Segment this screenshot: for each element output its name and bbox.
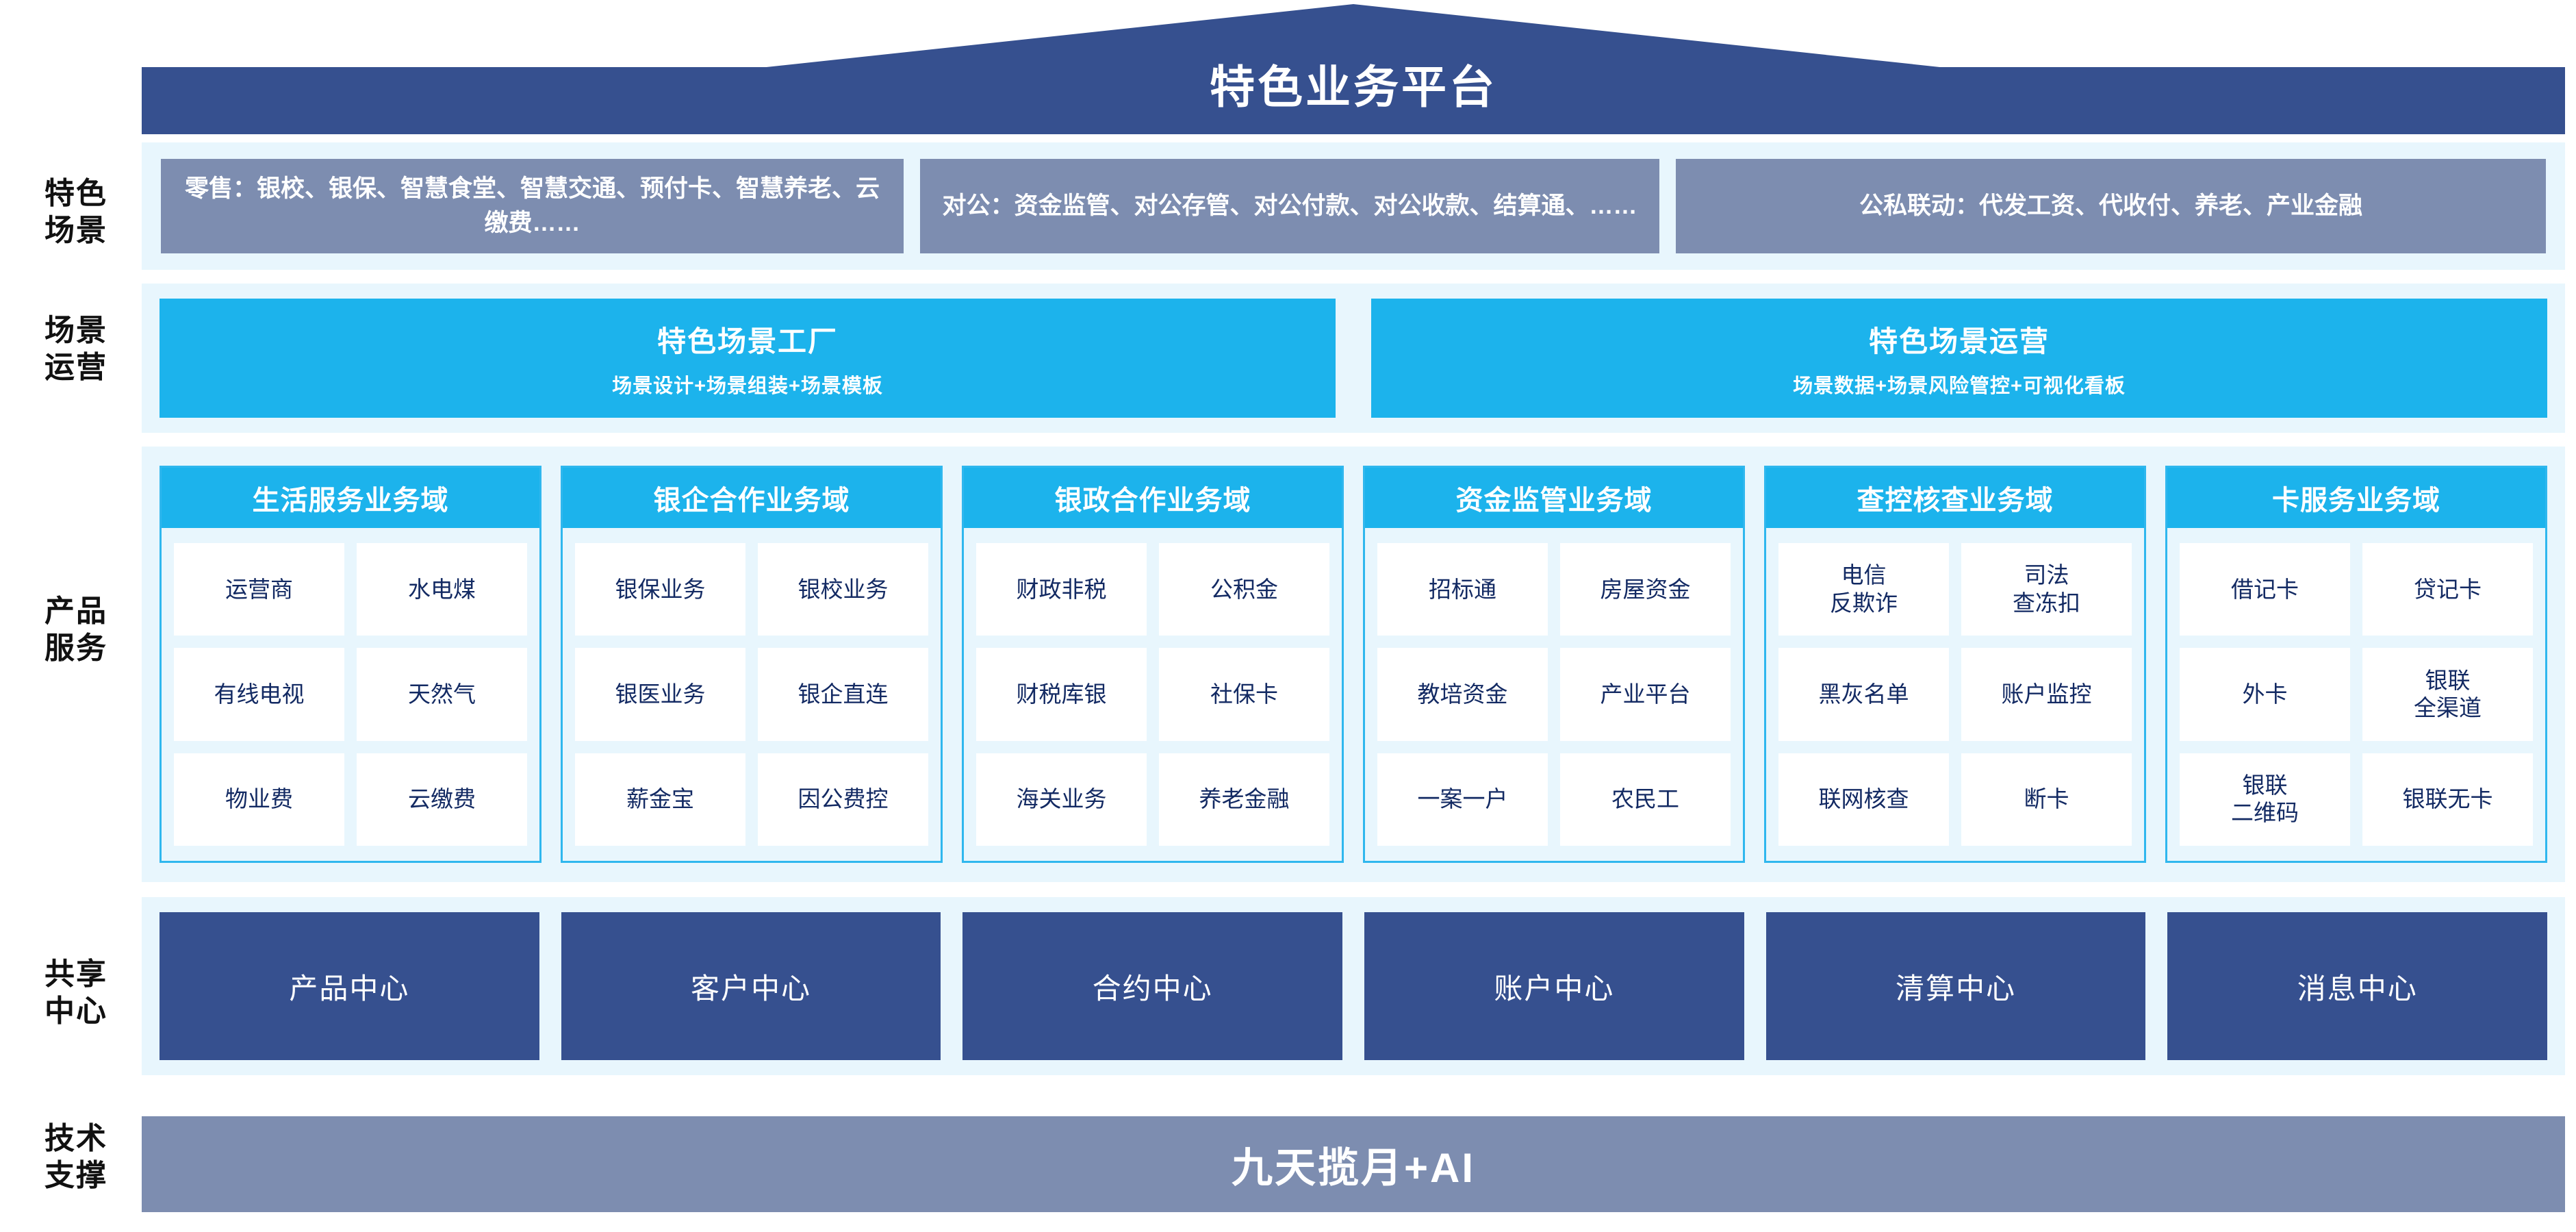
product-cell[interactable]: 海关业务 — [976, 753, 1147, 846]
product-column-fund-supervision: 资金监管业务域招标通房屋资金教培资金产业平台一案一户农民工 — [1363, 466, 1745, 863]
product-cell[interactable]: 运营商 — [174, 543, 344, 636]
roof-base — [142, 67, 2565, 134]
product-cell[interactable]: 教培资金 — [1377, 648, 1548, 741]
product-column-header-bank-government[interactable]: 银政合作业务域 — [964, 468, 1342, 528]
product-grid-card-service: 借记卡贷记卡外卡银联 全渠道银联 二维码银联无卡 — [2167, 528, 2545, 861]
product-cell[interactable]: 外卡 — [2180, 648, 2350, 741]
product-cell[interactable]: 司法 查冻扣 — [1961, 543, 2132, 636]
scene-box-corporate-text: 对公：资金监管、对公存管、对公付款、对公收款、结算通、…… — [942, 192, 1637, 220]
product-band: 生活服务业务域运营商水电煤有线电视天然气物业费云缴费银企合作业务域银保业务银校业… — [142, 447, 2565, 882]
rail-label-tech: 技术 支撑 — [44, 1122, 107, 1192]
product-cell[interactable]: 因公费控 — [758, 753, 928, 846]
ops-box-scene-factory[interactable]: 特色场景工厂 场景设计+场景组装+场景模板 — [160, 299, 1336, 418]
ops-box-scene-factory-title: 特色场景工厂 — [656, 325, 838, 357]
shared-center-clearing-center[interactable]: 清算中心 — [1765, 912, 2146, 1060]
ops-box-scene-operation[interactable]: 特色场景运营 场景数据+场景风险管控+可视化看板 — [1371, 299, 2547, 418]
product-column-header-life-service[interactable]: 生活服务业务域 — [162, 468, 539, 528]
product-grid-fund-supervision: 招标通房屋资金教培资金产业平台一案一户农民工 — [1365, 528, 1743, 861]
product-column-card-service: 卡服务业务域借记卡贷记卡外卡银联 全渠道银联 二维码银联无卡 — [2165, 466, 2547, 863]
product-column-investigation-control: 查控核查业务域电信 反欺诈司法 查冻扣黑灰名单账户监控联网核查断卡 — [1764, 466, 2146, 863]
product-cell[interactable]: 借记卡 — [2180, 543, 2350, 636]
product-cell[interactable]: 银联 二维码 — [2180, 753, 2350, 846]
ops-box-scene-factory-subtitle: 场景设计+场景组装+场景模板 — [612, 375, 883, 397]
product-column-life-service: 生活服务业务域运营商水电煤有线电视天然气物业费云缴费 — [160, 466, 541, 863]
product-cell[interactable]: 招标通 — [1377, 543, 1548, 636]
product-cell[interactable]: 养老金融 — [1159, 753, 1329, 846]
product-cell[interactable]: 电信 反欺诈 — [1778, 543, 1949, 636]
product-cell[interactable]: 银校业务 — [758, 543, 928, 636]
product-cell[interactable]: 银企直连 — [758, 648, 928, 741]
product-grid-bank-government: 财政非税公积金财税库银社保卡海关业务养老金融 — [964, 528, 1342, 861]
shared-center-band: 产品中心客户中心合约中心账户中心清算中心消息中心 — [142, 897, 2565, 1075]
product-cell[interactable]: 云缴费 — [357, 753, 527, 846]
product-cell[interactable]: 水电煤 — [357, 543, 527, 636]
rail-label-shared: 共享 中心 — [44, 957, 107, 1028]
product-cell[interactable]: 薪金宝 — [575, 753, 745, 846]
product-cell[interactable]: 财税库银 — [976, 648, 1147, 741]
product-column-header-investigation-control[interactable]: 查控核查业务域 — [1766, 468, 2144, 528]
ops-box-scene-operation-title: 特色场景运营 — [1868, 325, 2050, 357]
product-grid-bank-enterprise: 银保业务银校业务银医业务银企直连薪金宝因公费控 — [563, 528, 941, 861]
scene-box-retail[interactable]: 零售：银校、银保、智慧食堂、智慧交通、预付卡、智慧养老、云缴费…… — [161, 159, 904, 253]
product-cell[interactable]: 财政非税 — [976, 543, 1147, 636]
product-grid-life-service: 运营商水电煤有线电视天然气物业费云缴费 — [162, 528, 539, 861]
product-cell[interactable]: 房屋资金 — [1560, 543, 1731, 636]
scene-box-linkage[interactable]: 公私联动：代发工资、代收付、养老、产业金融 — [1676, 159, 2546, 253]
product-column-header-fund-supervision[interactable]: 资金监管业务域 — [1365, 468, 1743, 528]
product-cell[interactable]: 产业平台 — [1560, 648, 1731, 741]
product-cell[interactable]: 联网核查 — [1778, 753, 1949, 846]
shared-center-customer-center[interactable]: 客户中心 — [561, 912, 941, 1060]
product-cell[interactable]: 物业费 — [174, 753, 344, 846]
scene-box-retail-text: 零售：银校、银保、智慧食堂、智慧交通、预付卡、智慧养老、云缴费…… — [184, 175, 880, 236]
product-cell[interactable]: 有线电视 — [174, 648, 344, 741]
operation-band: 特色场景工厂 场景设计+场景组装+场景模板 特色场景运营 场景数据+场景风险管控… — [142, 284, 2565, 433]
rail-label-product: 产品 服务 — [44, 594, 107, 665]
product-cell[interactable]: 黑灰名单 — [1778, 648, 1949, 741]
product-cell[interactable]: 银医业务 — [575, 648, 745, 741]
shared-center-message-center[interactable]: 消息中心 — [2167, 912, 2548, 1060]
product-column-header-bank-enterprise[interactable]: 银企合作业务域 — [563, 468, 941, 528]
product-cell[interactable]: 天然气 — [357, 648, 527, 741]
scene-box-linkage-text: 公私联动：代发工资、代收付、养老、产业金融 — [1859, 192, 2362, 220]
ops-box-scene-operation-subtitle: 场景数据+场景风险管控+可视化看板 — [1793, 375, 2126, 397]
product-column-bank-government: 银政合作业务域财政非税公积金财税库银社保卡海关业务养老金融 — [962, 466, 1344, 863]
shared-center-account-center[interactable]: 账户中心 — [1364, 912, 1744, 1060]
product-grid-investigation-control: 电信 反欺诈司法 查冻扣黑灰名单账户监控联网核查断卡 — [1766, 528, 2144, 861]
tech-support-bar[interactable]: 九天揽月+AI — [142, 1116, 2565, 1212]
product-cell[interactable]: 断卡 — [1961, 753, 2132, 846]
shared-center-contract-center[interactable]: 合约中心 — [962, 912, 1343, 1060]
product-cell[interactable]: 银保业务 — [575, 543, 745, 636]
scene-band: 零售：银校、银保、智慧食堂、智慧交通、预付卡、智慧养老、云缴费…… 对公：资金监… — [142, 142, 2565, 270]
product-cell[interactable]: 账户监控 — [1961, 648, 2132, 741]
shared-center-product-center[interactable]: 产品中心 — [160, 912, 539, 1060]
page-title: 特色业务平台 — [1210, 62, 1497, 112]
product-cell[interactable]: 社保卡 — [1159, 648, 1329, 741]
product-cell[interactable]: 银联无卡 — [2362, 753, 2533, 846]
rail-label-scene: 特色 场景 — [44, 177, 107, 247]
tech-support-label: 九天揽月+AI — [1231, 1144, 1476, 1191]
product-column-bank-enterprise: 银企合作业务域银保业务银校业务银医业务银企直连薪金宝因公费控 — [561, 466, 943, 863]
rail-label-operation: 场景 运营 — [44, 314, 107, 384]
scene-box-corporate[interactable]: 对公：资金监管、对公存管、对公付款、对公收款、结算通、…… — [920, 159, 1659, 253]
product-cell[interactable]: 公积金 — [1159, 543, 1329, 636]
product-cell[interactable]: 一案一户 — [1377, 753, 1548, 846]
product-cell[interactable]: 农民工 — [1560, 753, 1731, 846]
platform-roof: 特色业务平台 — [142, 4, 2565, 134]
product-cell[interactable]: 银联 全渠道 — [2362, 648, 2533, 741]
product-cell[interactable]: 贷记卡 — [2362, 543, 2533, 636]
product-column-header-card-service[interactable]: 卡服务业务域 — [2167, 468, 2545, 528]
